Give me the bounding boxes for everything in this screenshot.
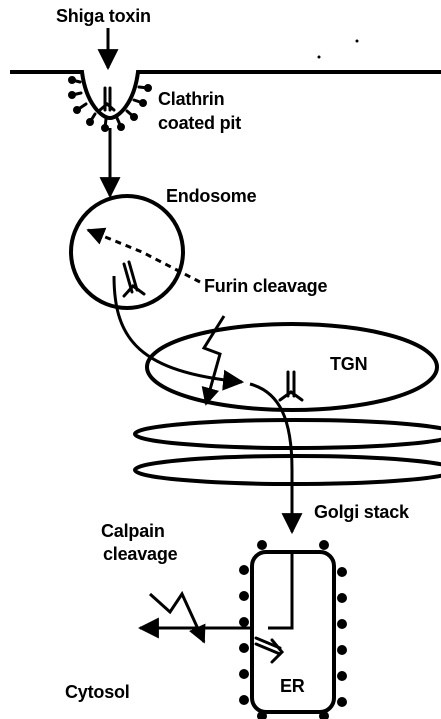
toxin-in-endosome: [124, 262, 144, 296]
tgn-label: TGN: [330, 353, 367, 375]
golgi-cisterna-2: [135, 456, 441, 484]
clathrin-label-line2: coated pit: [158, 112, 241, 134]
furin-cleavage-label: Furin cleavage: [204, 275, 327, 297]
calpain-lightning: [150, 594, 204, 642]
er-internal-path: [268, 550, 292, 628]
endosome-label: Endosome: [166, 185, 256, 207]
calpain-label-line2: cleavage: [103, 543, 177, 565]
toxin-in-tgn: [280, 372, 302, 400]
speck: [318, 56, 321, 59]
toxin-in-pit: [100, 88, 114, 110]
toxin-in-er: [256, 638, 282, 662]
calpain-label-line1: Calpain: [101, 520, 165, 542]
cytosol-label: Cytosol: [65, 681, 130, 703]
tgn-ellipse: [147, 324, 437, 410]
shiga-toxin-label: Shiga toxin: [56, 5, 151, 27]
speck: [356, 40, 359, 43]
golgi-stack-label: Golgi stack: [314, 501, 409, 523]
er-label: ER: [280, 675, 305, 697]
clathrin-label-line1: Clathrin: [158, 88, 224, 110]
